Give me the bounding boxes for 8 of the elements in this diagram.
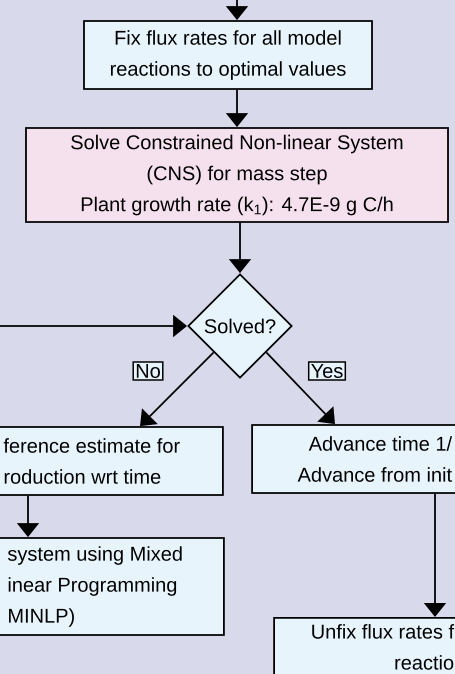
- edge-label: No: [132, 361, 164, 381]
- process-box: Unfix flux rates f reactio: [273, 617, 455, 674]
- process-box: Advance time 1/ Advance from init: [251, 424, 455, 494]
- edge-label: Yes: [308, 361, 346, 381]
- process-box: Solve Constrained Non-linear System (CNS) for mass step Plant growth rate (k$_{1}$): 4.7E-9 g C/h: [25, 127, 449, 223]
- process-box: system using Mixed inear Programming MINLP): [0, 537, 225, 636]
- process-box: ference estimate for roduction wrt time: [0, 426, 224, 496]
- process-box: Fix flux rates for all model reactions to optimal values: [83, 20, 373, 90]
